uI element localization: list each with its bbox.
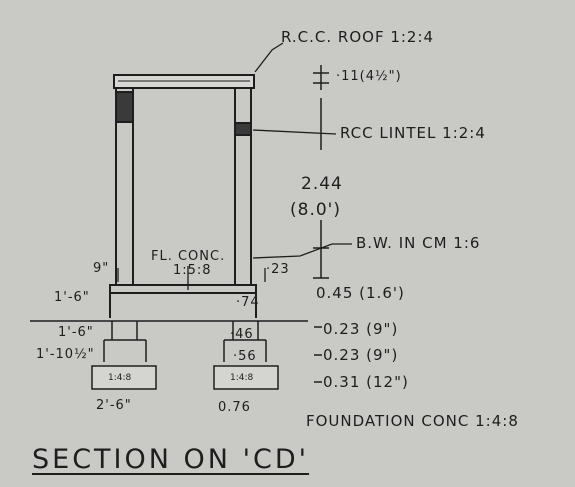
foundation-height-label: 0.31 (12") [323,373,409,391]
roof-thickness-label: ·11(4½") [336,69,402,84]
floor-thickness-label: 9" [93,261,110,276]
floor-plinth [109,284,257,318]
footing-step1-left-label: 1'-6" [58,325,94,340]
lintel-label: RCC LINTEL 1:2:4 [340,124,486,142]
step-width-2-label: ·56 [233,349,257,364]
left-footing [91,321,157,390]
foundation-conc-label: FOUNDATION CONC 1:4:8 [306,412,519,430]
dimension-lines [313,65,329,383]
roof-slab [113,74,255,89]
plinth-left-label: 1'-6" [54,290,90,305]
step-width-1-label: ·46 [230,327,254,342]
plinth-width-label: ·74 [236,295,260,310]
roof-label: R.C.C. ROOF 1:2:4 [281,28,435,46]
foundation-width-left-label: 2'-6" [96,398,132,413]
footing-text-left: 1:4:8 [108,373,132,383]
foundation-width-right-label: 0.76 [218,400,251,415]
footing-step2-left-label: 1'-10½" [36,347,95,362]
brickwork-label: B.W. IN CM 1:6 [356,234,481,252]
floor-mix-label: 1:5:8 [173,263,212,278]
wall-height-m-label: 2.44 [301,174,343,194]
left-wall [115,88,134,285]
right-wall [234,88,252,285]
footing-text-right: 1:4:8 [230,373,254,383]
step2-height-label: 0.23 (9") [323,346,399,364]
right-footing [213,321,279,390]
leader-lines [117,42,352,290]
plinth-height-label: 0.45 (1.6') [316,284,405,302]
floor-label: FL. CONC. [151,249,226,264]
wall-height-ft-label: (8.0') [290,200,341,220]
drawing-title: SECTION ON 'CD' [32,444,310,475]
wall-thickness-label: ·23 [266,262,290,277]
step1-height-label: 0.23 (9") [323,320,399,338]
